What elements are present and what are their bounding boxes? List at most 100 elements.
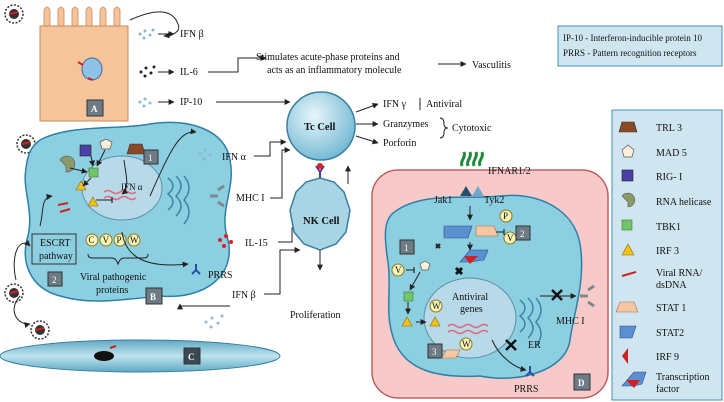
- cell-d-step-3-num: 3: [432, 347, 437, 357]
- cell-a: A: [39, 6, 129, 122]
- cell-a-secretions: IFN β IL-6 IP-10: [129, 11, 204, 108]
- viral-rna-icon: [77, 61, 84, 66]
- prrs-blocked-arrow: [491, 339, 527, 372]
- cell-d-step-3: [427, 343, 443, 359]
- ifn-beta-to-nk-arrow: [264, 247, 301, 295]
- cell-b: IFN α 1 ESCRT pathway 2 C V: [24, 121, 232, 305]
- irf9-icon: [464, 256, 478, 264]
- il15-dots: [218, 234, 233, 248]
- cell-d-step-2: [515, 225, 531, 241]
- viral-rna-icon: [621, 271, 637, 277]
- proliferation-label: Proliferation: [290, 310, 341, 321]
- block-x-icon: [505, 339, 517, 351]
- viral-proteins-brace: [87, 253, 149, 266]
- er-label: ER: [528, 340, 541, 351]
- ifn-beta-dots: [138, 28, 155, 40]
- escrt-frame: [31, 233, 77, 265]
- nk-cell: NK Cell: [289, 163, 351, 251]
- vasculitis-label: Vasculitis: [472, 60, 511, 71]
- legend-item-trl3: TRL 3: [618, 121, 682, 134]
- escrt-step-2: [47, 271, 63, 287]
- viral-v-icon: V: [391, 263, 405, 277]
- svg-text:RNA helicase: RNA helicase: [656, 197, 712, 208]
- virus-particle-icon: [4, 4, 24, 24]
- panel-label-a: [86, 99, 104, 117]
- panel-label-b: [145, 287, 163, 305]
- ip10-label: IP-10: [180, 97, 202, 108]
- cell-b-step-1-num: 1: [148, 153, 153, 163]
- virus-particle-icon: [30, 320, 50, 340]
- nk-receptor-icon: [315, 165, 325, 178]
- svg-text:TBK1: TBK1: [656, 222, 681, 233]
- mhc-icon: [580, 284, 595, 308]
- nk-cell-body: [289, 177, 351, 251]
- stat2-icon: [619, 325, 637, 339]
- irf3-icon: [621, 243, 635, 256]
- viral-w-icon: W: [429, 299, 443, 313]
- acute-phase-line-2: acts as an inflammatory molecule: [267, 65, 402, 76]
- il6-dots: [139, 65, 156, 78]
- legend-item-irf3: IRF 3: [621, 243, 679, 257]
- legend-item-stat1: STAT 1: [615, 301, 686, 314]
- nucleus-ifn-alpha-label: IFN α: [121, 182, 143, 192]
- cross-mark-icon: [435, 243, 441, 249]
- autocrine-arrow: [129, 11, 180, 39]
- svg-text:IRF 9: IRF 9: [656, 352, 679, 363]
- viral-proteins-line-1: Viral pathogenic: [80, 272, 147, 283]
- cell-c: C: [0, 339, 281, 373]
- cell-a-nucleus: [81, 57, 103, 81]
- cell-c-ifn-beta-dots: [204, 314, 224, 329]
- mhc-icon: [210, 184, 225, 208]
- svg-text:W: W: [432, 301, 441, 311]
- block-x-icon: [551, 289, 563, 301]
- tbk1-to-irf3-arrow: [82, 177, 92, 187]
- tbk1-icon: [621, 219, 633, 231]
- cell-d-step-2-num: 2: [520, 229, 525, 239]
- mad5-to-tbk1-arrow: [96, 149, 106, 167]
- jak1-icon: [460, 186, 472, 196]
- svg-text:dsDNA: dsDNA: [656, 280, 687, 291]
- jak1-label: Jak1: [434, 195, 452, 206]
- mad5-to-tbk1-arrow: [409, 271, 421, 291]
- legend-item-rig1: RIG- I: [621, 169, 682, 183]
- legend-item-stat2: STAT2: [619, 325, 684, 339]
- il6-to-acute-arrow: [208, 55, 267, 73]
- ifnar-receptor-icon: [460, 151, 484, 167]
- svg-text:V: V: [103, 235, 110, 245]
- tbk1-icon: [403, 291, 414, 302]
- ifn-alpha-out-arrow: [149, 128, 197, 197]
- mhc-label: MHC I: [236, 193, 265, 204]
- ifn-alpha-label: IFN α: [222, 152, 247, 163]
- cell-d-mhc-label: MHC I: [556, 316, 585, 327]
- er-icon: [518, 297, 542, 347]
- mad5-icon: [621, 144, 635, 158]
- irf3-icon: [401, 316, 413, 327]
- rig1-icon: [621, 169, 634, 182]
- svg-text:V: V: [395, 265, 402, 275]
- panel-c-letter: C: [188, 352, 195, 362]
- tyk2-icon: [472, 186, 484, 196]
- svg-text:MAD 5: MAD 5: [656, 148, 687, 159]
- il6-label: IL-6: [180, 67, 198, 78]
- virus-entry-arrow: [13, 240, 31, 281]
- escrt-line-1: ESCRT: [40, 238, 71, 249]
- escrt-line-2: pathway: [39, 251, 73, 262]
- abbreviation-box-frame: [557, 25, 723, 67]
- mhc-to-tc-arrow: [270, 147, 291, 199]
- svg-text:P: P: [503, 211, 508, 221]
- svg-text:RIG- I: RIG- I: [656, 172, 682, 183]
- dna-strand-icon: [103, 189, 137, 201]
- irf3-icon: [429, 316, 441, 327]
- tc-porforin-arrow: [355, 135, 379, 145]
- rig1-icon: [79, 144, 92, 157]
- viral-w-icon: W: [459, 337, 473, 351]
- legend: TRL 3 MAD 5 RIG- I RNA helicase TBK1 IRF…: [611, 109, 723, 401]
- trl3-icon: [126, 143, 146, 155]
- cell-d-panel: IFNAR1/2 Jak1 Tyk2 P V 2 Antiviral genes…: [371, 151, 609, 399]
- tyk2-label: Tyk2: [484, 195, 504, 206]
- svg-text:IRF 3: IRF 3: [656, 246, 679, 257]
- stat1-icon: [615, 301, 639, 313]
- dna-strand-icon: [447, 323, 489, 335]
- svg-text:V: V: [507, 233, 514, 243]
